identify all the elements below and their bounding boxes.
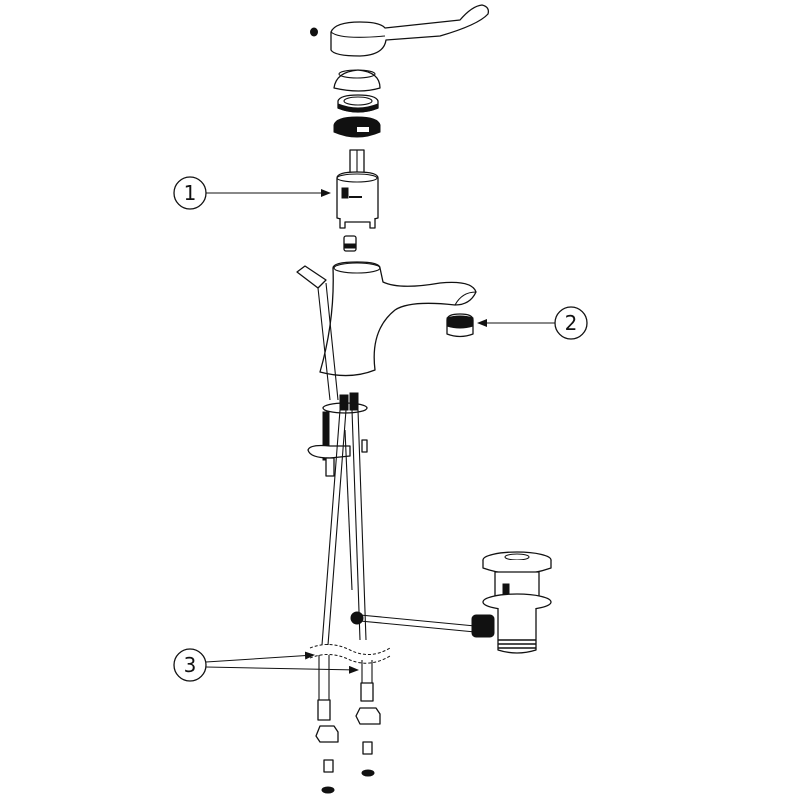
- flexible-hoses: [309, 409, 391, 794]
- callout-3-label: 3: [184, 653, 197, 677]
- callout-3: 3: [173, 648, 359, 682]
- pop-up-waste: [350, 551, 552, 654]
- cartridge-adapter: [343, 235, 357, 252]
- callout-1-label: 1: [184, 181, 197, 205]
- callout-2-label: 2: [565, 311, 578, 335]
- callout-2: 2: [477, 306, 588, 340]
- cartridge: [336, 149, 379, 229]
- ring-nut: [337, 94, 379, 113]
- set-screw: [310, 27, 318, 37]
- dome-cover: [333, 69, 381, 92]
- aerator: [446, 313, 474, 338]
- lever-handle: [330, 4, 490, 57]
- mounting-kit: [307, 392, 368, 477]
- locking-ring: [333, 116, 381, 138]
- faucet-body: [296, 261, 477, 401]
- callout-1: 1: [173, 176, 331, 210]
